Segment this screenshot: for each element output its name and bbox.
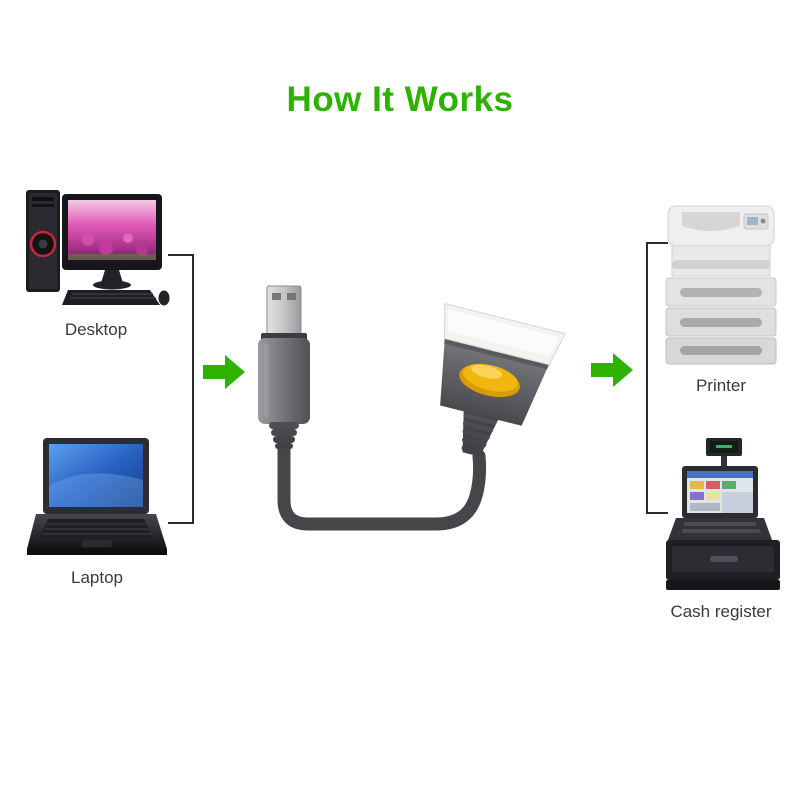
usb-plug [258,285,310,449]
laptop-image [26,436,168,562]
printer-label: Printer [695,376,747,395]
printer-icon [665,205,777,365]
right-bracket-connector [646,242,668,514]
cash-register-icon [666,438,780,590]
cash-register-label: Cash register [670,602,772,621]
parallel-connector [440,302,566,457]
desktop-pc-icon [26,190,170,306]
cash-register-image [666,436,784,594]
desktop-label: Desktop [64,320,128,339]
page-title: How It Works [286,80,514,119]
desktop-image [22,188,170,310]
laptop-icon [27,438,167,555]
usb-parallel-cable-image [258,285,566,531]
cable-wire [277,439,487,531]
left-bracket-connector [168,254,194,524]
printer-image [660,202,782,368]
arrow-cable-to-targets-icon [591,353,633,387]
arrow-sources-to-cable-icon [203,355,245,389]
laptop-label: Laptop [71,568,123,587]
